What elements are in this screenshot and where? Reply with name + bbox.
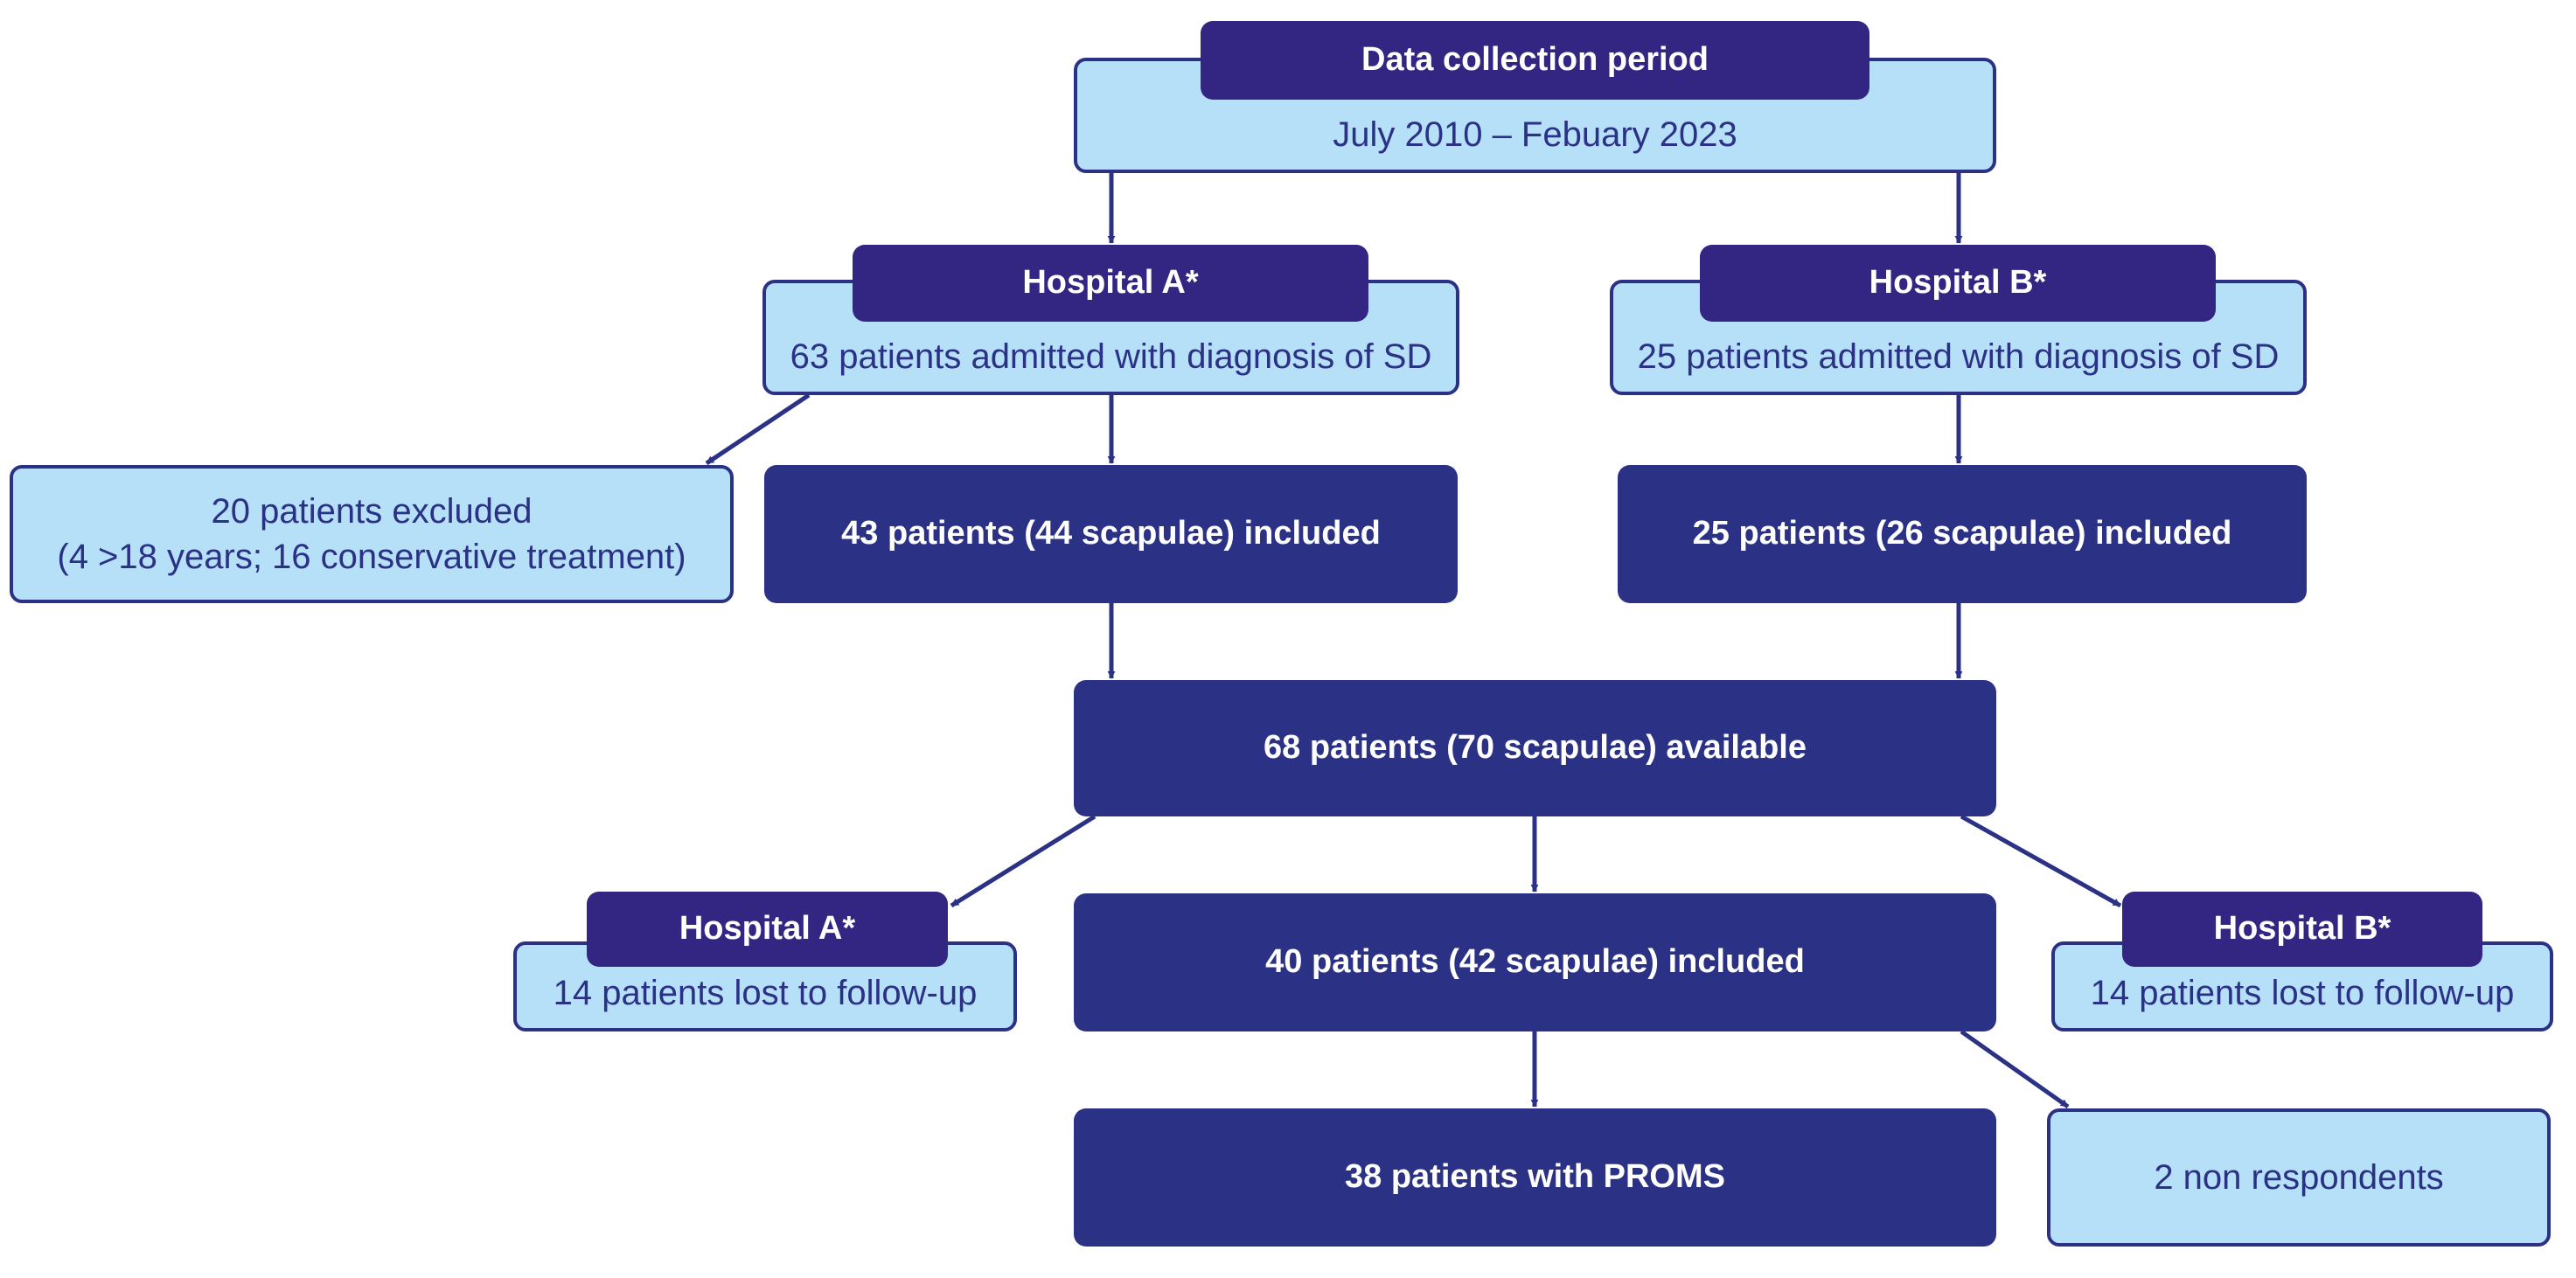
included-final-box: 40 patients (42 scapulae) included <box>1074 893 1996 1031</box>
available-text: 68 patients (70 scapulae) available <box>1264 729 1807 767</box>
excluded-box: 20 patients excluded (4 >18 years; 16 co… <box>10 465 734 603</box>
arrow-included-final-to-non-respondents <box>1960 1029 2070 1109</box>
lost-b-text: 14 patients lost to follow-up <box>2090 974 2515 1012</box>
arrow-hospital-a-to-excluded <box>705 392 811 466</box>
hospital-b-title: Hospital B* <box>1869 264 2047 302</box>
hospital-b-header: Hospital B* <box>1700 245 2216 322</box>
hospital-a-title: Hospital A* <box>1022 264 1199 302</box>
proms-box: 38 patients with PROMS <box>1074 1108 1996 1247</box>
included-b-text: 25 patients (26 scapulae) included <box>1692 515 2232 552</box>
hospital-a-header: Hospital A* <box>853 245 1368 322</box>
non-respondents-box: 2 non respondents <box>2047 1108 2551 1247</box>
lost-a-text: 14 patients lost to follow-up <box>553 974 978 1012</box>
data-collection-title: Data collection period <box>1361 41 1709 79</box>
lost-b-title: Hospital B* <box>2213 910 2392 948</box>
arrow-available-to-lost-a <box>950 814 1097 908</box>
included-a-text: 43 patients (44 scapulae) included <box>841 515 1381 552</box>
included-b-box: 25 patients (26 scapulae) included <box>1618 465 2307 603</box>
hospital-b-admitted-text: 25 patients admitted with diagnosis of S… <box>1637 337 2280 376</box>
lost-b-header: Hospital B* <box>2122 892 2482 967</box>
lost-a-title: Hospital A* <box>679 910 856 948</box>
hospital-a-admitted-text: 63 patients admitted with diagnosis of S… <box>790 337 1432 376</box>
included-final-text: 40 patients (42 scapulae) included <box>1265 943 1805 981</box>
excluded-line-1: 20 patients excluded <box>211 492 533 531</box>
data-collection-header: Data collection period <box>1201 21 1869 100</box>
included-a-box: 43 patients (44 scapulae) included <box>764 465 1458 603</box>
non-respondents-text: 2 non respondents <box>2154 1158 2444 1197</box>
excluded-line-2: (4 >18 years; 16 conservative treatment) <box>57 538 686 576</box>
data-collection-dates: July 2010 – Febuary 2023 <box>1333 115 1737 154</box>
arrow-available-to-lost-b <box>1960 814 2122 908</box>
lost-a-header: Hospital A* <box>587 892 948 967</box>
available-box: 68 patients (70 scapulae) available <box>1074 680 1996 816</box>
proms-text: 38 patients with PROMS <box>1345 1158 1725 1196</box>
